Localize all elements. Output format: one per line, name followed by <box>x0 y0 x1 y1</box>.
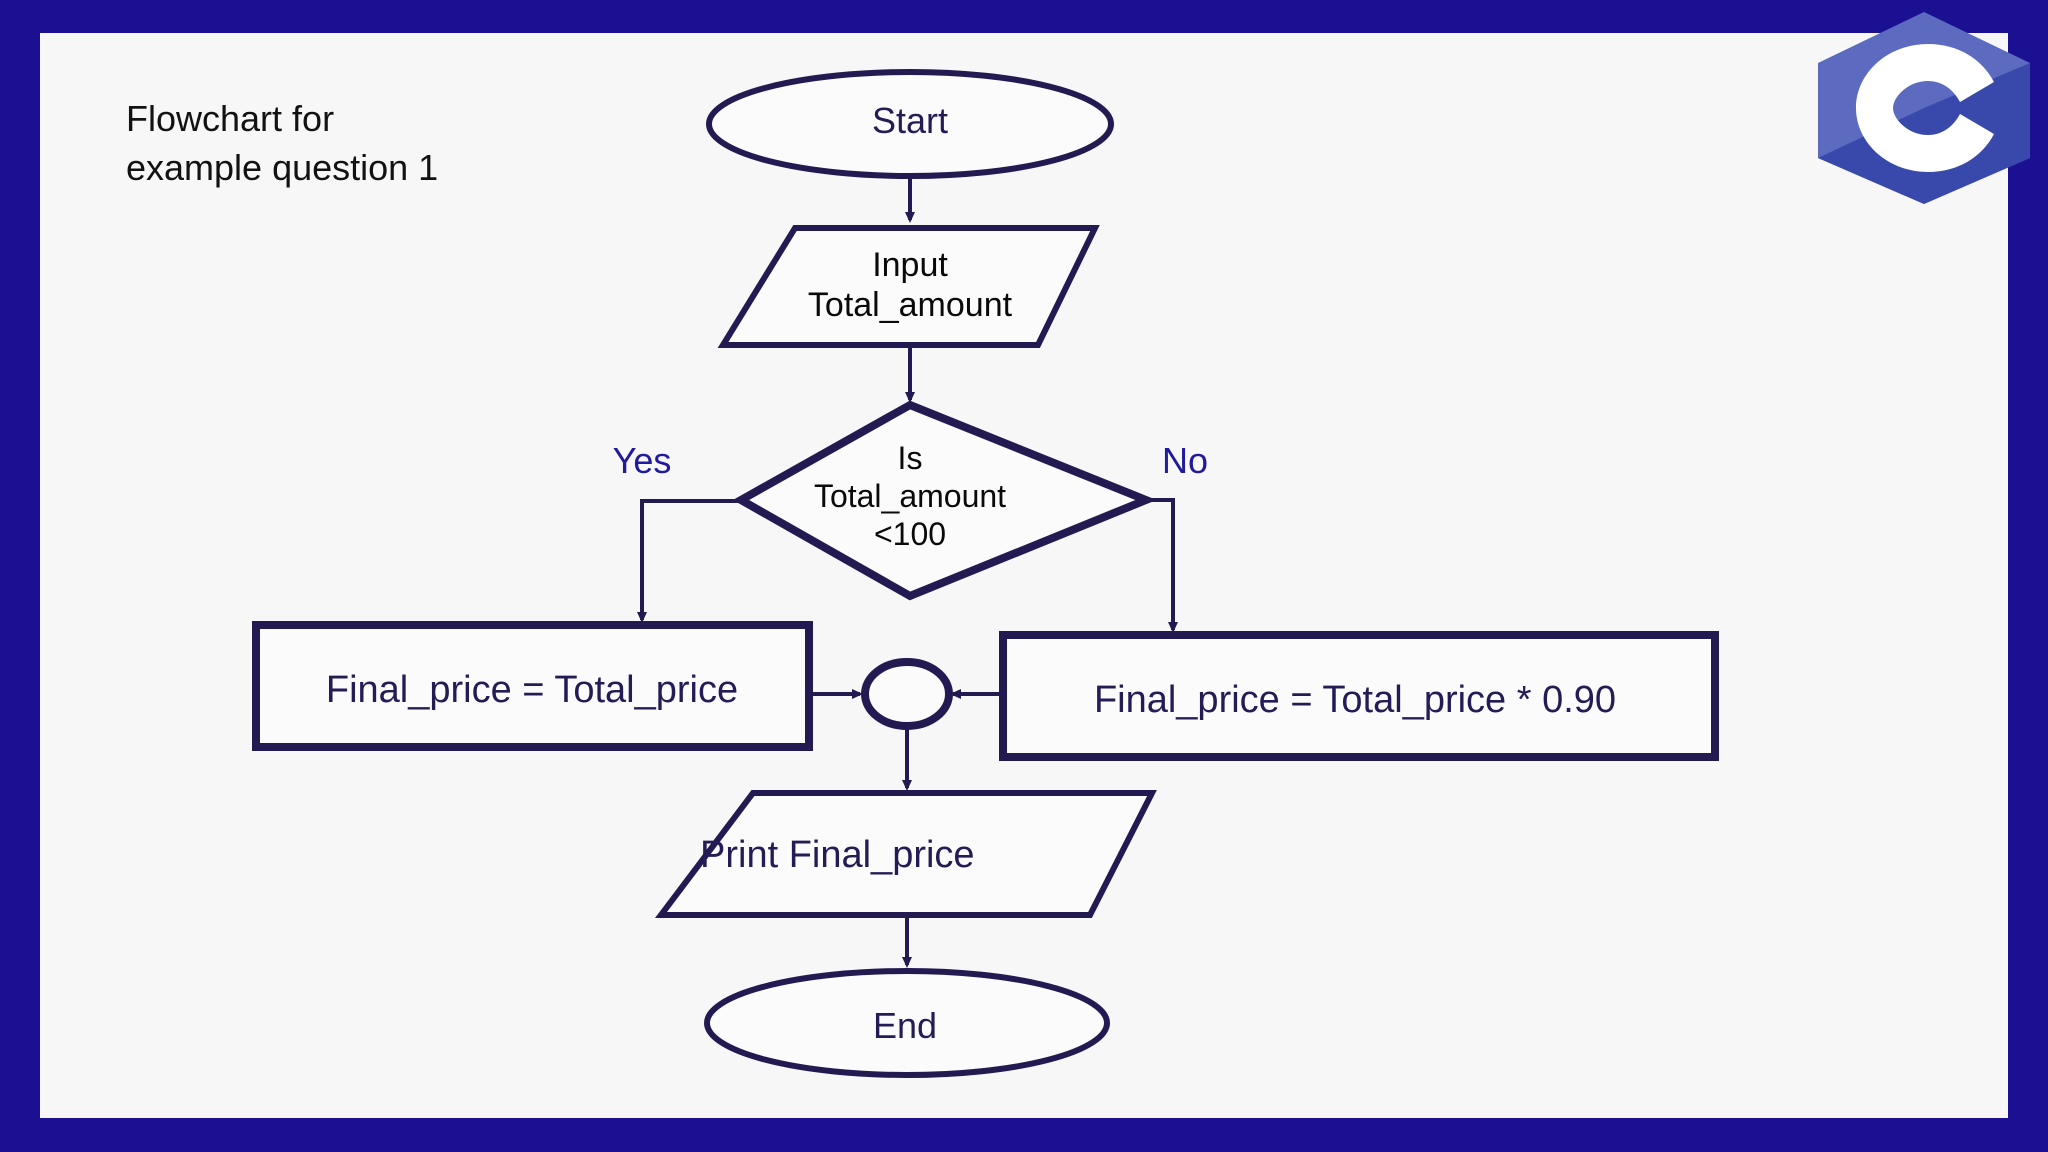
edge-no-branch <box>1146 498 1178 633</box>
node-process-yes-outline <box>252 621 813 751</box>
node-process-yes-shape[interactable] <box>256 625 809 747</box>
edge-yes-branch <box>637 499 741 623</box>
node-decision-shape[interactable] <box>741 405 1146 596</box>
edge-label-yes: Yes <box>612 440 672 481</box>
logo-hexagon-dark <box>1818 63 2030 204</box>
node-print-label: Print Final_price <box>700 834 975 876</box>
node-input-label: Input Total_amount <box>807 246 1013 325</box>
node-process-no-shape[interactable] <box>1003 635 1715 757</box>
node-end-shape[interactable] <box>707 971 1107 1075</box>
node-input-outline <box>717 225 1100 348</box>
node-start-shape[interactable] <box>709 72 1111 176</box>
node-print-outline <box>654 790 1157 918</box>
page-title: Flowchart for example question 1 <box>126 98 439 188</box>
node-start-label: Start <box>871 100 949 141</box>
node-decision-outline <box>732 400 1157 601</box>
node-process-no-label: Final_price = Total_price * 0.90 <box>1093 679 1617 721</box>
node-decision-label: Is Total_amount <100 <box>813 440 1007 552</box>
node-input-shape[interactable] <box>723 228 1095 345</box>
node-end-outline <box>704 968 1110 1078</box>
node-merge-connector-shape[interactable] <box>865 662 949 726</box>
edge-label-no: No <box>1161 440 1209 481</box>
node-print-shape[interactable] <box>661 793 1152 915</box>
c-language-logo <box>1818 12 2030 204</box>
node-process-yes-label: Final_price = Total_price <box>325 669 739 711</box>
node-end-label: End <box>872 1005 938 1046</box>
logo-letter-c <box>1856 44 1994 172</box>
slide-content-area <box>40 33 2008 1118</box>
